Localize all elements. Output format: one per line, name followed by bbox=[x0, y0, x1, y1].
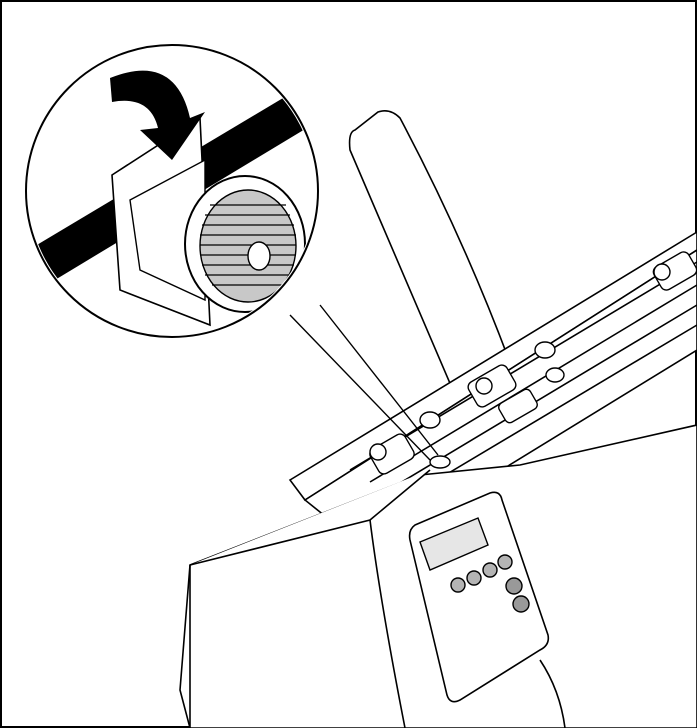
panel-button-6[interactable] bbox=[512, 595, 530, 613]
tractor-unit-2 bbox=[467, 341, 556, 408]
paper-guide-panel bbox=[348, 110, 522, 396]
panel-button-1[interactable] bbox=[450, 577, 466, 593]
tractor-unit-1 bbox=[369, 411, 441, 475]
control-panel bbox=[408, 491, 550, 703]
tractor-unit-3 bbox=[652, 251, 697, 291]
magnified-callout bbox=[25, 44, 319, 338]
panel-button-3[interactable] bbox=[482, 562, 498, 578]
rotate-arrow-icon bbox=[110, 70, 205, 160]
callout-pointer bbox=[289, 304, 439, 461]
tractor-unit-4 bbox=[498, 367, 565, 424]
panel-button-5[interactable] bbox=[505, 577, 523, 595]
knob-location-marker bbox=[429, 455, 451, 469]
lcd-display bbox=[419, 517, 489, 571]
locking-knob bbox=[184, 175, 306, 313]
panel-button-2[interactable] bbox=[466, 570, 482, 586]
panel-button-4[interactable] bbox=[497, 554, 513, 570]
